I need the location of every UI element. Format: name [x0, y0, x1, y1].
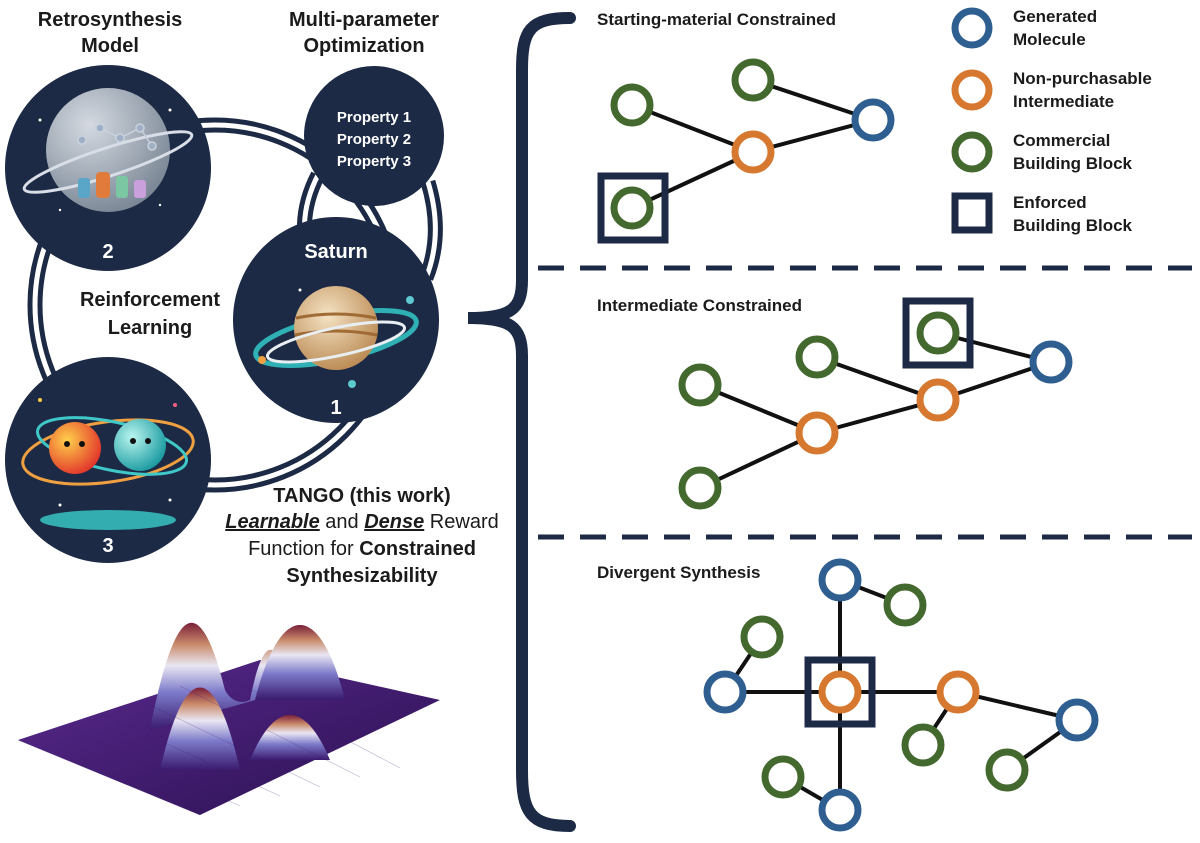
legend-commercial-line2: Building Block [1013, 154, 1133, 173]
property-3: Property 3 [337, 153, 411, 170]
tango-and: and [320, 511, 364, 533]
legend-intermediate-line2: Intermediate [1013, 92, 1114, 111]
badge-3: 3 [102, 535, 113, 557]
commercial-building-block-node [795, 335, 839, 379]
legend-enforced-line1: Enforced [1013, 193, 1087, 212]
legend-generated-swatch [951, 7, 993, 49]
retrosynthesis-title-line1: Retrosynthesis [38, 9, 183, 31]
reinforcement-learning-node: 3 [5, 357, 211, 563]
enforced-building-block-marker [902, 297, 974, 369]
legend-intermediate-swatch [951, 69, 993, 111]
legend-generated-line2: Molecule [1013, 30, 1086, 49]
mpo-title-line2: Optimization [303, 35, 424, 57]
generated-molecule-node [818, 788, 862, 832]
generated-molecule-node [1029, 340, 1073, 384]
rl-label-line1: Reinforcement [80, 289, 220, 311]
legend-commercial-swatch [951, 131, 993, 173]
non-purchasable-intermediate-node [731, 130, 775, 174]
badge-2: 2 [102, 241, 113, 263]
commercial-building-block-node [985, 748, 1029, 792]
retrosynthesis-illustration [22, 88, 194, 212]
enforced-building-block-marker [597, 172, 669, 244]
retrosynthesis-model-node: 2 [5, 65, 211, 271]
retrosynthesis-title-line2: Model [81, 35, 139, 57]
generated-molecule-node [851, 98, 895, 142]
legend-commercial-line1: Commercial [1013, 131, 1110, 150]
commercial-building-block-node [916, 311, 960, 355]
panel-bracket [467, 12, 576, 832]
saturn-label: Saturn [304, 241, 367, 263]
tango-line2: Learnable and Dense Reward [225, 511, 498, 533]
legend-enforced-line2: Building Block [1013, 216, 1133, 235]
mpo-title-line1: Multi-parameter [289, 9, 439, 31]
legend-enforced-swatch [951, 192, 993, 234]
saturn-planet-illustration [253, 286, 419, 388]
generated-molecule-node [1055, 698, 1099, 742]
mpo-node: Property 1 Property 2 Property 3 [304, 66, 444, 206]
commercial-building-block-node [610, 186, 654, 230]
enforced-building-block-marker [804, 656, 876, 728]
commercial-building-block-node [883, 583, 927, 627]
non-purchasable-intermediate-node [916, 378, 960, 422]
commercial-building-block-node [678, 363, 722, 407]
tango-line3: Function for Constrained [248, 538, 476, 560]
property-2: Property 2 [337, 131, 411, 148]
non-purchasable-intermediate-node [936, 670, 980, 714]
legend: Generated Molecule Non-purchasable Inter… [951, 7, 1152, 235]
tango-dense: Dense [364, 511, 424, 533]
panel-title-divergent: Divergent Synthesis [597, 563, 760, 582]
commercial-building-block-node [761, 755, 805, 799]
generated-molecule-node [818, 558, 862, 602]
non-purchasable-intermediate-node [818, 670, 862, 714]
divergent-graph [703, 558, 1099, 832]
non-purchasable-intermediate-node [795, 411, 839, 455]
saturn-node: Saturn 1 [233, 217, 439, 423]
tango-constrained: Constrained [359, 538, 476, 560]
rl-label-line2: Learning [108, 317, 192, 339]
tango-line1: TANGO (this work) [273, 485, 450, 507]
starting-material-graph [597, 58, 895, 244]
commercial-building-block-node [740, 615, 784, 659]
legend-generated-line1: Generated [1013, 7, 1097, 26]
commercial-building-block-node [610, 83, 654, 127]
tango-line4: Synthesizability [286, 565, 438, 587]
tango-description: TANGO (this work) Learnable and Dense Re… [225, 485, 498, 587]
dancing-molecules-illustration [21, 398, 195, 530]
tango-function-for: Function for [248, 538, 359, 560]
tango-reward: Reward [424, 511, 498, 533]
property-1: Property 1 [337, 109, 411, 126]
commercial-building-block-node [901, 723, 945, 767]
commercial-building-block-node [731, 58, 775, 102]
tango-learnable: Learnable [225, 511, 319, 533]
reward-landscape-surface [17, 622, 440, 816]
intermediate-graph [678, 297, 1073, 510]
badge-1: 1 [330, 397, 341, 419]
generated-molecule-node [703, 670, 747, 714]
panel-title-intermediate: Intermediate Constrained [597, 296, 802, 315]
commercial-building-block-node [678, 466, 722, 510]
legend-intermediate-line1: Non-purchasable [1013, 69, 1152, 88]
panel-title-starting-material: Starting-material Constrained [597, 10, 836, 29]
